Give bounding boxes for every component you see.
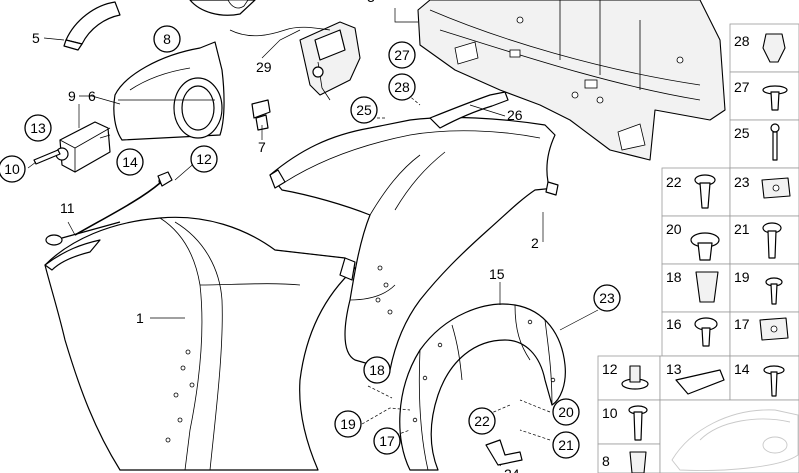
callout-label: 19 (340, 416, 356, 432)
label-26: 26 (507, 107, 523, 123)
actuator-9 (55, 121, 111, 173)
callout-28: 28 (388, 73, 416, 101)
filler-housing-6 (113, 41, 225, 141)
callout-label: 22 (474, 413, 490, 429)
callout-label: 25 (356, 102, 372, 118)
callout-23: 23 (593, 284, 621, 312)
side-panel-1 (44, 216, 356, 471)
rod-11 (45, 221, 121, 246)
callout-8: 8 (153, 25, 181, 53)
seal-5 (63, 1, 121, 51)
callout-27: 27 (388, 41, 416, 69)
wheel-arch-liner-15 (399, 303, 566, 471)
callout-25: 25 (350, 96, 378, 124)
label-3: 3 (367, 0, 375, 5)
callout-20: 20 (552, 398, 580, 426)
callout-19: 19 (334, 410, 362, 438)
plain-labels: 5 9 6 29 7 26 11 1 2 15 24 3 (32, 0, 539, 473)
grid-label-14: 14 (734, 361, 750, 377)
grid-label-8: 8 (602, 453, 610, 469)
label-7: 7 (258, 139, 266, 155)
small-part-near-12 (157, 171, 173, 187)
grid-label-27: 27 (734, 79, 750, 95)
callout-label: 20 (558, 404, 574, 420)
callout-label: 27 (394, 47, 410, 63)
callout-label: 10 (4, 161, 20, 177)
grid-label-19: 19 (734, 269, 750, 285)
grid-label-25: 25 (734, 125, 750, 141)
label-29: 29 (256, 59, 272, 75)
label-11: 11 (60, 200, 75, 216)
grid-label-17: 17 (734, 316, 750, 332)
label-5: 5 (32, 30, 40, 46)
small-part-24 (485, 439, 523, 466)
callout-10: 10 (0, 155, 26, 183)
label-1: 1 (136, 310, 144, 326)
callout-18: 18 (363, 356, 391, 384)
callout-label: 21 (558, 437, 574, 453)
grid-label-16: 16 (666, 316, 682, 332)
callout-label: 28 (394, 79, 410, 95)
grid-label-23: 23 (734, 174, 750, 190)
bracket-26 (429, 91, 509, 129)
grid-label-12: 12 (602, 361, 618, 377)
label-24: 24 (504, 466, 520, 473)
callout-17: 17 (373, 427, 401, 455)
lock-mechanism-29 (189, 0, 361, 101)
callout-label: 12 (196, 151, 212, 167)
grid-label-20: 20 (666, 221, 682, 237)
grid-label-21: 21 (734, 221, 750, 237)
callout-12: 12 (190, 145, 218, 173)
grid-label-13: 13 (666, 361, 682, 377)
grid-label-10: 10 (602, 405, 618, 421)
callout-label: 14 (122, 154, 138, 170)
fastener-grid: 28 27 25 22 23 20 21 18 19 16 17 12 13 1… (597, 23, 799, 473)
callout-13: 13 (24, 114, 52, 142)
callout-label: 23 (599, 290, 615, 306)
grid-label-18: 18 (666, 269, 682, 285)
callout-22: 22 (468, 407, 496, 435)
callout-21: 21 (552, 431, 580, 459)
clip-7 (251, 99, 271, 131)
label-2: 2 (531, 235, 539, 251)
callout-label: 17 (379, 433, 395, 449)
label-6: 6 (88, 88, 96, 104)
callout-label: 18 (369, 362, 385, 378)
label-9: 9 (68, 88, 76, 104)
callout-label: 13 (30, 120, 46, 136)
label-15: 15 (489, 266, 505, 282)
rod-10 (33, 149, 61, 165)
callout-14: 14 (116, 148, 144, 176)
callout-label: 8 (163, 31, 171, 47)
rear-inner-panel-3 (417, 0, 726, 161)
grid-label-28: 28 (734, 33, 750, 49)
grid-label-22: 22 (666, 174, 682, 190)
